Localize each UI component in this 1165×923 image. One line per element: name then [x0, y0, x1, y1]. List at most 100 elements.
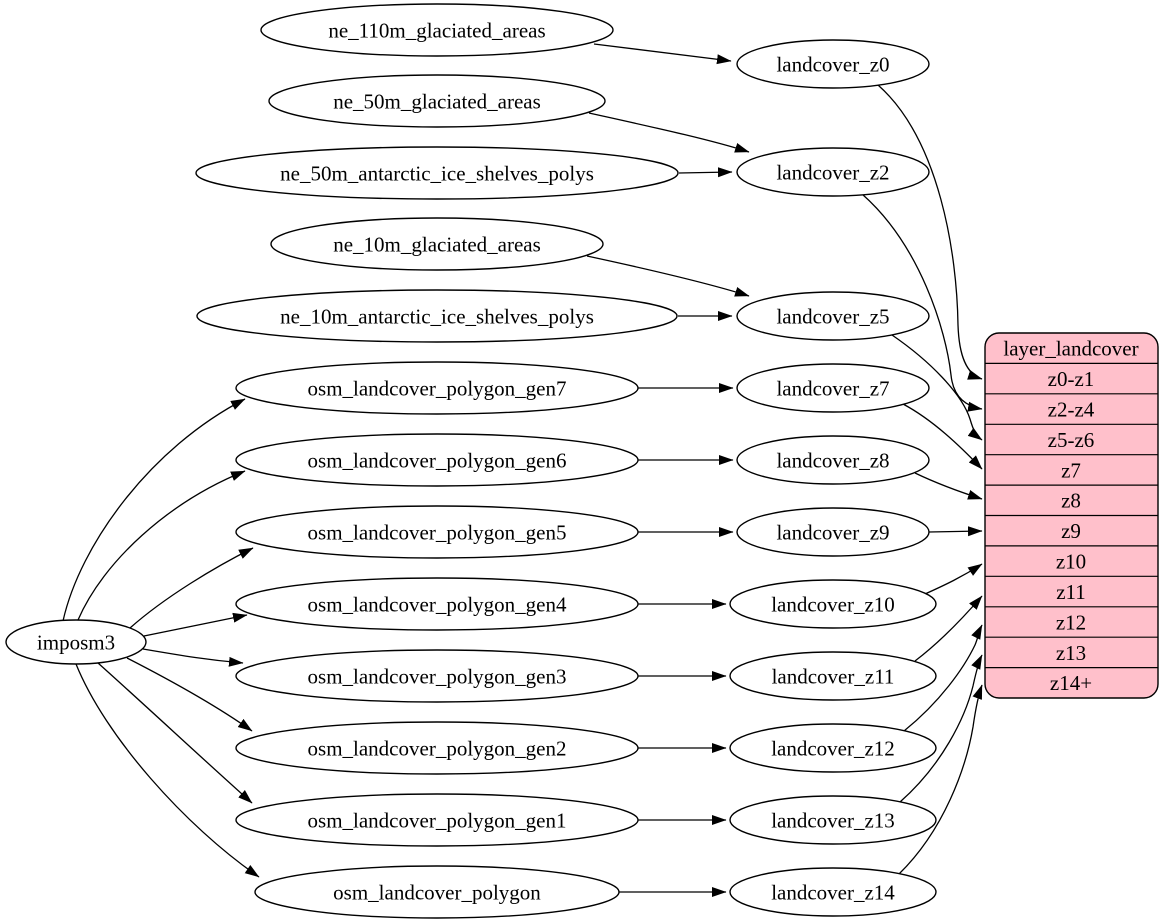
record-row-z0-z1: z0-z1 — [1048, 367, 1095, 391]
landcover-z9-ellipse — [736, 507, 930, 557]
node-landcover-z2: landcover_z2 — [736, 147, 930, 197]
node-landcover-z9: landcover_z9 — [736, 507, 930, 557]
edge-imposm3-to-osm-landcover-polygon-gen7 — [62, 398, 246, 622]
landcover-z14-ellipse — [729, 867, 937, 917]
node-landcover-z0: landcover_z0 — [736, 39, 930, 89]
landcover-z0-label: landcover_z0 — [776, 52, 889, 76]
edge-landcover-z0-to-layer-landcover-z0-z1 — [877, 84, 983, 380]
ne-110m-glaciated-areas-label: ne_110m_glaciated_areas — [328, 18, 545, 42]
node-landcover-z10: landcover_z10 — [729, 579, 937, 629]
record-row-z2-z4: z2-z4 — [1048, 397, 1095, 421]
node-osm-landcover-polygon-gen5: osm_landcover_polygon_gen5 — [235, 505, 639, 559]
edge-landcover-z13-to-layer-landcover-z13 — [899, 654, 983, 803]
edge-imposm3-to-osm-landcover-polygon-gen4 — [143, 612, 248, 637]
landcover-z8-ellipse — [736, 435, 930, 485]
landcover-z9-label: landcover_z9 — [776, 520, 889, 544]
edge-landcover-z12-to-layer-landcover-z12 — [903, 624, 983, 732]
osm-landcover-polygon-ellipse — [254, 865, 620, 919]
record-row-z8: z8 — [1061, 489, 1081, 513]
record-row-z11: z11 — [1056, 580, 1086, 604]
record-row-z12: z12 — [1056, 610, 1086, 634]
edge-imposm3-to-osm-landcover-polygon-gen2 — [126, 657, 253, 732]
imposm3-ellipse — [5, 619, 147, 665]
edge-landcover-z5-to-layer-landcover-z5-z6 — [891, 334, 983, 441]
node-landcover-z7: landcover_z7 — [736, 363, 930, 413]
ne-50m-antarctic-ice-shelves-polys-label: ne_50m_antarctic_ice_shelves_polys — [280, 161, 594, 185]
node-landcover-z5: landcover_z5 — [736, 291, 930, 341]
edge-ne-50m-antarctic-ice-shelves-polys-to-landcover-z2 — [678, 167, 733, 178]
edge-imposm3-to-osm-landcover-polygon-gen1 — [97, 662, 253, 804]
landcover-z12-label: landcover_z12 — [771, 736, 895, 760]
osm-landcover-polygon-gen3-ellipse — [235, 649, 639, 703]
osm-landcover-polygon-gen5-label: osm_landcover_polygon_gen5 — [308, 520, 567, 544]
ne-110m-glaciated-areas-ellipse — [260, 3, 614, 57]
edge-landcover-z8-to-layer-landcover-z8 — [914, 472, 983, 500]
node-landcover-z11: landcover_z11 — [729, 651, 937, 701]
osm-landcover-polygon-gen6-label: osm_landcover_polygon_gen6 — [308, 448, 567, 472]
landcover-z7-label: landcover_z7 — [776, 376, 889, 400]
osm-landcover-polygon-gen4-ellipse — [235, 577, 639, 631]
ne-50m-antarctic-ice-shelves-polys-ellipse — [195, 146, 679, 200]
ne-10m-glaciated-areas-ellipse — [270, 217, 604, 271]
node-landcover-z8: landcover_z8 — [736, 435, 930, 485]
landcover-z13-ellipse — [729, 795, 937, 845]
osm-landcover-polygon-label: osm_landcover_polygon — [333, 880, 541, 904]
osm-landcover-polygon-gen1-label: osm_landcover_polygon_gen1 — [308, 808, 567, 832]
node-ne-110m-glaciated-areas: ne_110m_glaciated_areas — [260, 3, 614, 57]
node-osm-landcover-polygon-gen6: osm_landcover_polygon_gen6 — [235, 433, 639, 487]
edge-landcover-z2-to-layer-landcover-z2-z4 — [861, 193, 983, 412]
landcover-z2-label: landcover_z2 — [776, 160, 889, 184]
ne-10m-antarctic-ice-shelves-polys-ellipse — [196, 289, 678, 343]
landcover-z11-label: landcover_z11 — [772, 664, 895, 688]
node-layer-landcover: layer_landcover z0-z1 z2-z4 z5-z6 z7 z8 … — [984, 332, 1159, 699]
record-row-z9: z9 — [1061, 519, 1081, 543]
imposm3-label: imposm3 — [37, 630, 115, 654]
record-row-z13: z13 — [1056, 641, 1086, 665]
ne-10m-glaciated-areas-label: ne_10m_glaciated_areas — [333, 232, 541, 256]
edge-ne-50m-glaciated-areas-to-landcover-z2 — [588, 112, 750, 153]
layer-landcover-title: layer_landcover — [1003, 337, 1138, 361]
node-landcover-z12: landcover_z12 — [729, 723, 937, 773]
record-row-z5-z6: z5-z6 — [1048, 428, 1095, 452]
osm-landcover-polygon-gen4-label: osm_landcover_polygon_gen4 — [308, 592, 567, 616]
osm-landcover-polygon-gen6-ellipse — [235, 433, 639, 487]
record-row-z10: z10 — [1056, 549, 1086, 573]
landcover-z7-ellipse — [736, 363, 930, 413]
edge-imposm3-to-osm-landcover-polygon-gen3 — [142, 648, 244, 667]
landcover-z5-ellipse — [736, 291, 930, 341]
osm-landcover-polygon-gen1-ellipse — [235, 793, 639, 847]
edges-to-record — [861, 84, 983, 875]
node-osm-landcover-polygon-gen2: osm_landcover_polygon_gen2 — [235, 721, 639, 775]
landcover-z14-label: landcover_z14 — [771, 880, 895, 904]
landcover-z10-label: landcover_z10 — [771, 592, 895, 616]
edge-landcover-z9-to-layer-landcover-z9 — [928, 526, 983, 537]
node-osm-landcover-polygon-gen1: osm_landcover_polygon_gen1 — [235, 793, 639, 847]
edge-landcover-z14-to-layer-landcover-z14plus — [898, 684, 983, 875]
node-ne-10m-glaciated-areas: ne_10m_glaciated_areas — [270, 217, 604, 271]
node-ne-50m-antarctic-ice-shelves-polys: ne_50m_antarctic_ice_shelves_polys — [195, 146, 679, 200]
ne-50m-glaciated-areas-label: ne_50m_glaciated_areas — [333, 89, 541, 113]
node-osm-landcover-polygon-gen4: osm_landcover_polygon_gen4 — [235, 577, 639, 631]
osm-landcover-polygon-gen2-label: osm_landcover_polygon_gen2 — [308, 736, 567, 760]
node-ne-10m-antarctic-ice-shelves-polys: ne_10m_antarctic_ice_shelves_polys — [196, 289, 678, 343]
landcover-z12-ellipse — [729, 723, 937, 773]
landcover-z0-ellipse — [736, 39, 930, 89]
edge-landcover-z11-to-layer-landcover-z11 — [914, 595, 983, 662]
node-osm-landcover-polygon-gen3: osm_landcover_polygon_gen3 — [235, 649, 639, 703]
landcover-z5-label: landcover_z5 — [776, 304, 889, 328]
landcover-z11-ellipse — [729, 651, 937, 701]
edge-landcover-z10-to-layer-landcover-z10 — [924, 563, 983, 595]
node-ne-50m-glaciated-areas: ne_50m_glaciated_areas — [268, 74, 606, 128]
landcover-z2-ellipse — [736, 147, 930, 197]
landcover-z13-label: landcover_z13 — [771, 808, 895, 832]
osm-landcover-polygon-gen2-ellipse — [235, 721, 639, 775]
edge-imposm3-to-osm-landcover-polygon — [75, 663, 260, 878]
edges-imposm3 — [62, 398, 260, 878]
node-landcover-z13: landcover_z13 — [729, 795, 937, 845]
edge-ne-10m-glaciated-areas-to-landcover-z5 — [586, 255, 750, 297]
edge-ne-110m-glaciated-areas-to-landcover-z0 — [593, 43, 732, 65]
edge-landcover-z7-to-layer-landcover-z7 — [902, 403, 983, 470]
osm-landcover-polygon-gen5-ellipse — [235, 505, 639, 559]
